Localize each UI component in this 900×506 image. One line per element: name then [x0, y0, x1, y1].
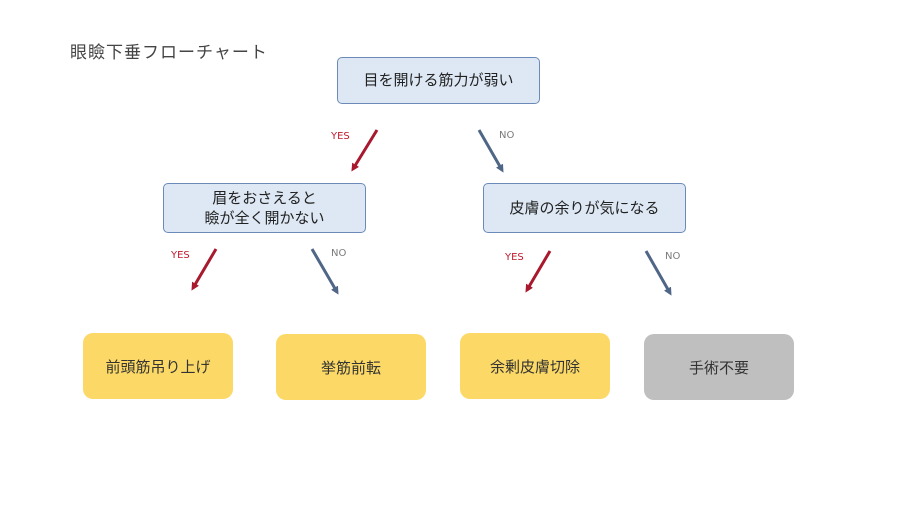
- arrow-no-left: [310, 248, 339, 295]
- result-frontalis-suspension: 前頭筋吊り上げ: [83, 333, 233, 399]
- arrow-yes-root: [351, 129, 379, 172]
- result-levator-advancement: 挙筋前転: [276, 334, 426, 400]
- arrow-yes-right: [525, 250, 552, 293]
- result-no-surgery: 手術不要: [644, 334, 794, 400]
- slide-title: 眼瞼下垂フローチャート: [70, 43, 268, 63]
- edge-label-yes-root: YES: [331, 131, 350, 142]
- arrow-no-right: [644, 250, 672, 296]
- arrow-yes-left: [191, 248, 218, 291]
- question-right: 皮膚の余りが気になる: [483, 183, 686, 233]
- edge-label-yes-left: YES: [171, 250, 190, 261]
- question-left: 眉をおさえると 瞼が全く開かない: [163, 183, 366, 233]
- result-excess-skin-excision: 余剰皮膚切除: [460, 333, 610, 399]
- edge-label-no-left: NO: [331, 248, 347, 259]
- question-root: 目を開ける筋力が弱い: [337, 57, 540, 104]
- edge-label-no-right: NO: [665, 251, 681, 262]
- edge-label-no-root: NO: [499, 130, 515, 141]
- edge-label-yes-right: YES: [505, 252, 524, 263]
- arrow-no-root: [477, 129, 504, 173]
